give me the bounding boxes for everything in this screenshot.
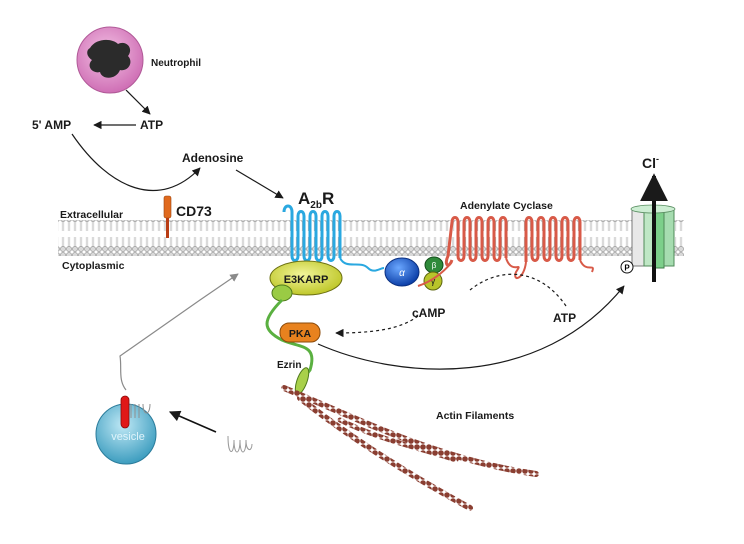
amp-to-adenosine-arrow [71, 133, 201, 192]
amp-label: 5' AMP [32, 118, 71, 132]
neutrophil-label: Neutrophil [151, 58, 201, 69]
squiggle-to-vesicle-arrow [168, 410, 217, 433]
adenosine-label: Adenosine [182, 151, 244, 165]
camp-to-pka-arrow [335, 315, 419, 338]
red-channel-icon [120, 395, 130, 429]
adenosine-pathway: ATP 5' AMP Adenosine [32, 89, 284, 199]
pka-to-channel-arrow [317, 285, 625, 370]
adenylate-cyclase-label: Adenylate Cyclase [460, 200, 553, 212]
pka-enzyme: PKA [279, 285, 625, 370]
atp-to-camp-arrow [469, 273, 567, 307]
vesicle-label: vesicle [111, 431, 145, 443]
neutrophil-nucleus-icon [87, 39, 131, 78]
vesicle-to-membrane-arrow [119, 273, 239, 391]
squiggle-icon [227, 435, 253, 453]
e3karp-protein: E3KARP [269, 260, 343, 302]
chloride-label: Cl- [642, 154, 659, 171]
atp-top-label: ATP [140, 118, 163, 132]
receptor-end-text: R [322, 189, 334, 208]
adenylate-cyclase: Adenylate Cyclase [417, 200, 594, 287]
cd73-protein: CD73 [163, 195, 212, 238]
neutrophil-to-atp-arrow [125, 89, 151, 115]
actin-label: Actin Filaments [436, 410, 514, 422]
vesicle-group: vesicle [95, 273, 253, 465]
atp-bottom-label: ATP [553, 311, 576, 325]
camp-label: cAMP [412, 306, 445, 320]
extracellular-label: Extracellular [60, 209, 123, 221]
receptor-label: A2bR [298, 189, 334, 211]
cytoplasmic-label: Cytoplasmic [62, 260, 125, 272]
g-alpha-label: α [399, 268, 405, 279]
ezrin-linker: Ezrin [265, 298, 314, 395]
receptor-main-text: A [298, 189, 310, 208]
actin-filaments: Actin Filaments [281, 385, 539, 511]
chloride-text: Cl [642, 155, 656, 171]
cftr-channel: Cl- P [620, 154, 676, 282]
adenosine-to-receptor-arrow [235, 169, 284, 199]
g-gamma-label: γ [431, 276, 436, 286]
g-beta-label: β [432, 261, 437, 270]
neutrophil-cell: Neutrophil [76, 26, 201, 94]
g-protein-complex: α β γ [384, 256, 444, 291]
vesicle-squiggle-icon [130, 403, 151, 418]
receptor-sub-text: 2b [310, 200, 322, 211]
ezrin-label: Ezrin [277, 360, 301, 371]
camp-pathway: cAMP ATP [335, 273, 576, 338]
e3karp-label: E3KARP [284, 274, 329, 286]
phospho-label: P [624, 264, 630, 273]
a2b-receptor: A2bR [282, 189, 385, 272]
pka-label: PKA [289, 328, 312, 340]
chloride-charge-text: - [656, 154, 659, 164]
cd73-label: CD73 [176, 203, 212, 219]
lipid-bilayer [58, 220, 684, 256]
